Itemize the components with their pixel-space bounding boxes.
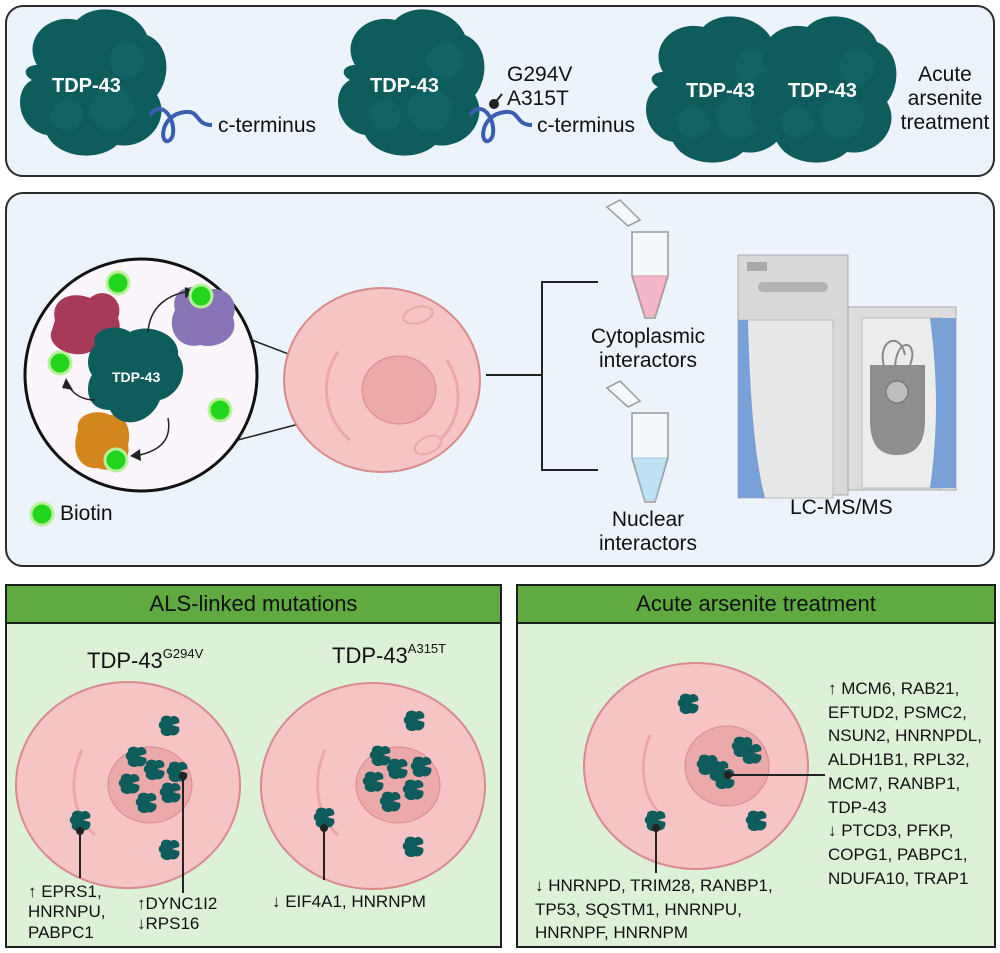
nuclear-line-2: interactors: [598, 532, 698, 556]
condition-line-3: treatment: [900, 111, 990, 135]
cytoplasmic-fraction-label: Cytoplasmic interactors: [588, 325, 708, 373]
biotin-legend-label: Biotin: [60, 502, 113, 525]
arsenite-condition-label: Acute arsenite treatment: [900, 63, 990, 135]
wt-terminus-label: c-terminus: [218, 114, 317, 137]
dimer-protein-label-left: TDP-43: [686, 80, 755, 102]
arsenite-cytoplasmic-genes: ↓ HNRNPD, TRIM28, RANBP1, TP53, SQSTM1, …: [535, 876, 773, 942]
g294v-cytoplasmic-genes: ↑ EPRS1, HNRNPU, PABPC1: [28, 882, 106, 942]
cell-nucleus: [361, 355, 437, 425]
zoom-tdp43-label: TDP-43: [112, 369, 161, 385]
fraction-bracket: [541, 281, 598, 471]
cytoplasmic-tube: [605, 199, 669, 319]
g294v-title-text: TDP-43: [87, 648, 163, 673]
a315t-superscript: A315T: [407, 640, 447, 656]
nuclear-fraction-label: Nuclear interactors: [588, 508, 708, 556]
biotin-molecules: [47, 270, 233, 473]
mutation-g294v-label: G294V: [507, 63, 573, 86]
mutant-protein-label: TDP-43: [370, 75, 439, 97]
nuclear-tube: [605, 380, 669, 503]
c-terminus-tail: [148, 107, 213, 144]
lc-ms-instrument: [737, 254, 957, 499]
tdp43-bait-protein: [87, 327, 184, 423]
g294v-superscript: G294V: [162, 645, 204, 661]
condition-line-1: Acute: [918, 63, 972, 86]
condition-line-2: arsenite: [907, 87, 983, 111]
g294v-title: TDP-43G294V: [87, 645, 204, 673]
interactor-protein-purple: [171, 286, 235, 346]
als-mutations-panel: ALS-linked mutations: [5, 584, 502, 948]
lc-ms-label: LC-MS/MS: [790, 496, 893, 519]
a315t-genes: ↓ EIF4A1, HNRNPM: [272, 892, 426, 911]
mutant-c-terminus-tail: [468, 107, 533, 144]
mutation-a315t-label: A315T: [507, 87, 569, 110]
g294v-nuclear-genes: ↑DYNC1I2 ↓RPS16: [137, 894, 218, 934]
a315t-title: TDP-43A315T: [332, 640, 447, 668]
arsenite-nuclear-genes: ↑ MCM6, RAB21, EFTUD2, PSMC2, NSUN2, HNR…: [828, 679, 982, 888]
mutant-terminus-label: c-terminus: [537, 114, 636, 137]
dimer-protein-label-right: TDP-43: [788, 80, 857, 102]
arsenite-panel-header: Acute arsenite treatment: [518, 586, 994, 624]
wt-protein-label: TDP-43: [52, 75, 121, 97]
biotin-legend-icon: [29, 501, 55, 527]
a315t-title-text: TDP-43: [332, 643, 408, 668]
als-panel-header: ALS-linked mutations: [7, 586, 500, 624]
cytoplasmic-line-2: interactors: [598, 349, 698, 373]
nuclear-line-1: Nuclear: [611, 508, 685, 531]
cytoplasmic-line-1: Cytoplasmic: [590, 325, 706, 348]
